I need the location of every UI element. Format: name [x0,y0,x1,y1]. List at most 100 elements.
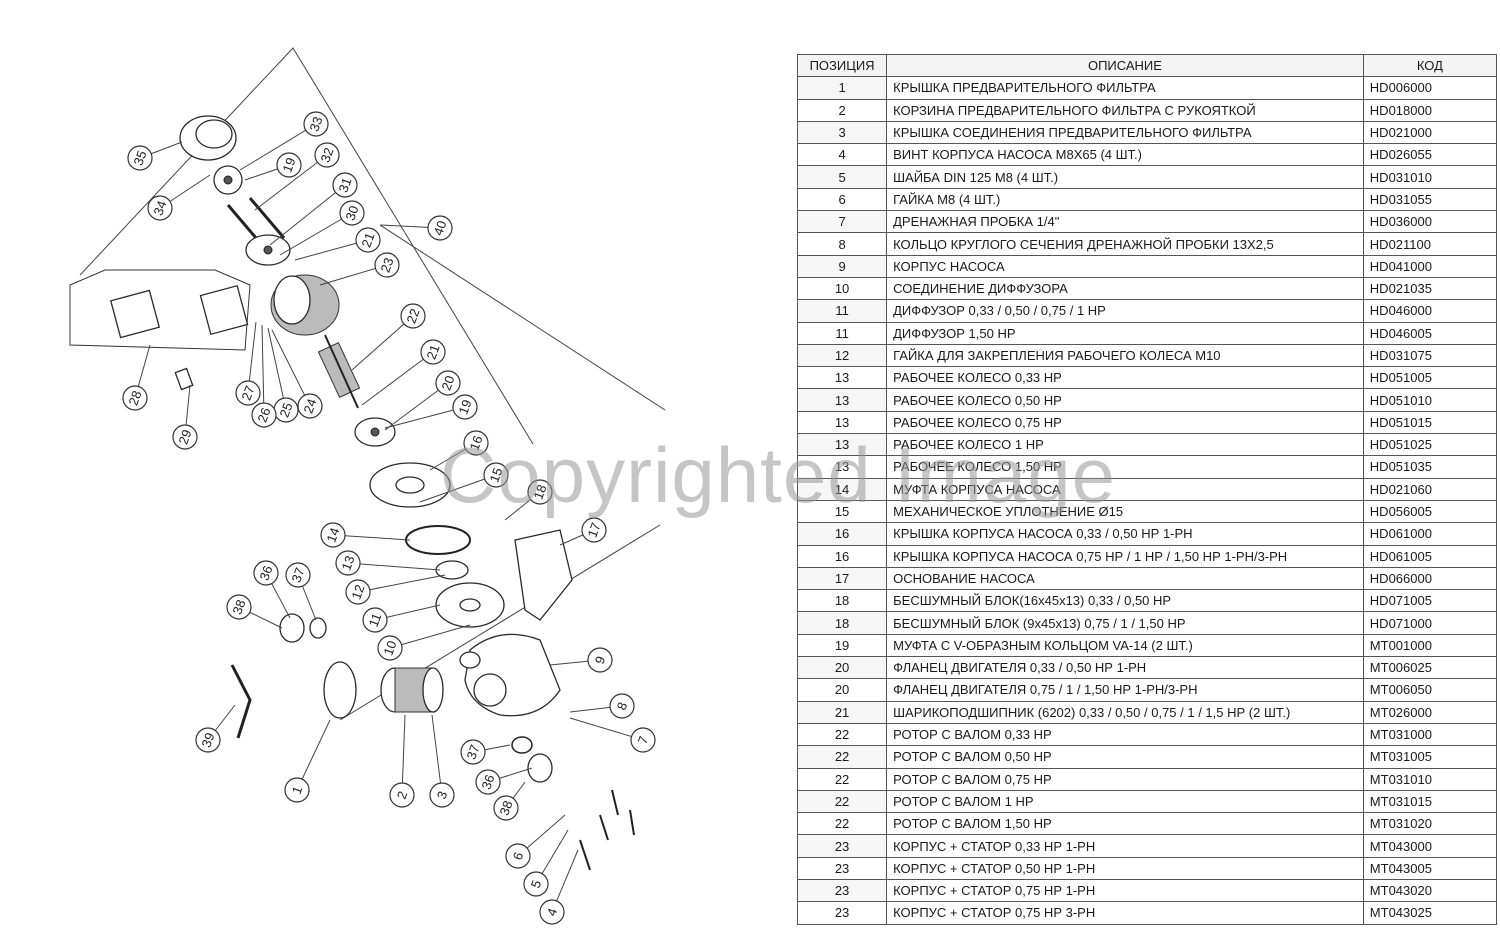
callout-number: 13 [338,554,357,573]
callout-circle [523,871,549,897]
description-cell: КОРПУС + СТАТОР 0,75 НР 1-РН [886,878,1364,903]
callout-circle [284,777,310,803]
callout-number: 36 [478,773,497,792]
description-cell: СОЕДИНЕНИЕ ДИФФУЗОРА [886,276,1364,301]
capacitor-part [174,367,194,391]
description-cell: ШАРИКОПОДШИПНИК (6202) 0,33 / 0,50 / 0,7… [886,700,1364,724]
callout-circle [195,727,221,753]
position-cell: 16 [796,522,888,546]
description-cell: ФЛАНЕЦ ДВИГАТЕЛЯ 0,75 / 1 / 1,50 НР 1-РН… [886,678,1364,702]
callout-circle [460,739,486,765]
callout-leader [401,714,406,796]
callout-number: 17 [584,521,603,540]
callout-number: 34 [150,199,169,218]
stator-housing-part [270,274,340,336]
callout-number: 25 [276,401,295,420]
description-cell: ОСНОВАНИЕ НАСОСА [886,566,1364,591]
code-cell: HD056005 [1362,499,1498,524]
prefilter-lid-part [323,661,357,719]
callout-circle [420,339,446,365]
callout-number: 8 [614,700,631,712]
description-cell: КРЫШКА КОРПУСА НАСОСА 0,33 / 0,50 НР 1-Р… [886,522,1364,546]
callout-leader [239,123,317,171]
callout-leader [384,382,449,431]
callout-circle [339,200,365,226]
position-cell: 6 [796,187,888,212]
code-cell: HD021035 [1362,276,1498,301]
position-cell: 3 [796,120,888,145]
position-cell: 11 [796,299,888,323]
callout-circle [609,693,635,719]
callout-circle [427,215,453,241]
description-cell: ДИФФУЗОР 0,33 / 0,50 / 0,75 / 1 НР [886,299,1364,323]
position-cell: 10 [796,276,888,301]
position-cell: 18 [796,589,888,613]
description-cell: РАБОЧЕЕ КОЛЕСО 0,75 НР [886,410,1364,435]
callout-circle [389,782,415,808]
code-cell: MT006025 [1362,656,1498,680]
callout-circle [285,562,311,588]
callout-leader [347,562,441,571]
code-cell: MT031000 [1362,722,1498,747]
code-cell: HD031055 [1362,187,1498,212]
callout-circle [587,647,613,673]
callout-number: 27 [238,384,257,403]
callout-number: 9 [592,654,609,666]
fan-cover-part [179,115,237,161]
callout-number: 37 [463,743,482,762]
callout-leader [261,324,265,416]
callout-circle [435,370,461,396]
callout-circle [374,252,400,278]
callout-number: 22 [403,307,422,326]
position-cell: 8 [796,232,888,256]
code-cell: MT043000 [1362,834,1498,858]
callout-circle [355,227,381,253]
callout-leader [351,315,414,371]
callout-circle [297,393,323,419]
callout-number: 2 [394,789,411,801]
position-cell: 20 [796,656,888,680]
code-cell: HD071005 [1362,589,1498,613]
position-cell: 23 [796,834,888,858]
callout-number: 37 [288,566,307,585]
callout-circle [276,152,302,178]
position-cell: 12 [796,343,888,368]
callout-number: 40 [430,219,449,238]
callout-circle [235,380,261,406]
callout-number: 20 [438,374,457,393]
code-cell: HD026055 [1362,143,1498,167]
motor-flange-part [354,417,396,447]
callout-circle [630,727,656,753]
callout-circle [345,579,371,605]
callout-number: 16 [466,434,485,453]
code-cell: HD036000 [1362,210,1498,234]
callout-leader [294,239,369,261]
diffuser-part [435,582,505,628]
callout-leader [569,717,644,741]
callout-leader [389,624,471,649]
callout-number: 28 [125,389,144,408]
callout-circle [320,522,346,548]
description-cell: ФЛАНЕЦ ДВИГАТЕЛЯ 0,33 / 0,50 НР 1-РН [886,656,1364,680]
position-cell: 18 [796,611,888,635]
callout-leader [279,212,353,256]
callout-leader [431,714,443,796]
position-cell: 13 [796,388,888,412]
code-cell: HD006000 [1362,76,1498,100]
